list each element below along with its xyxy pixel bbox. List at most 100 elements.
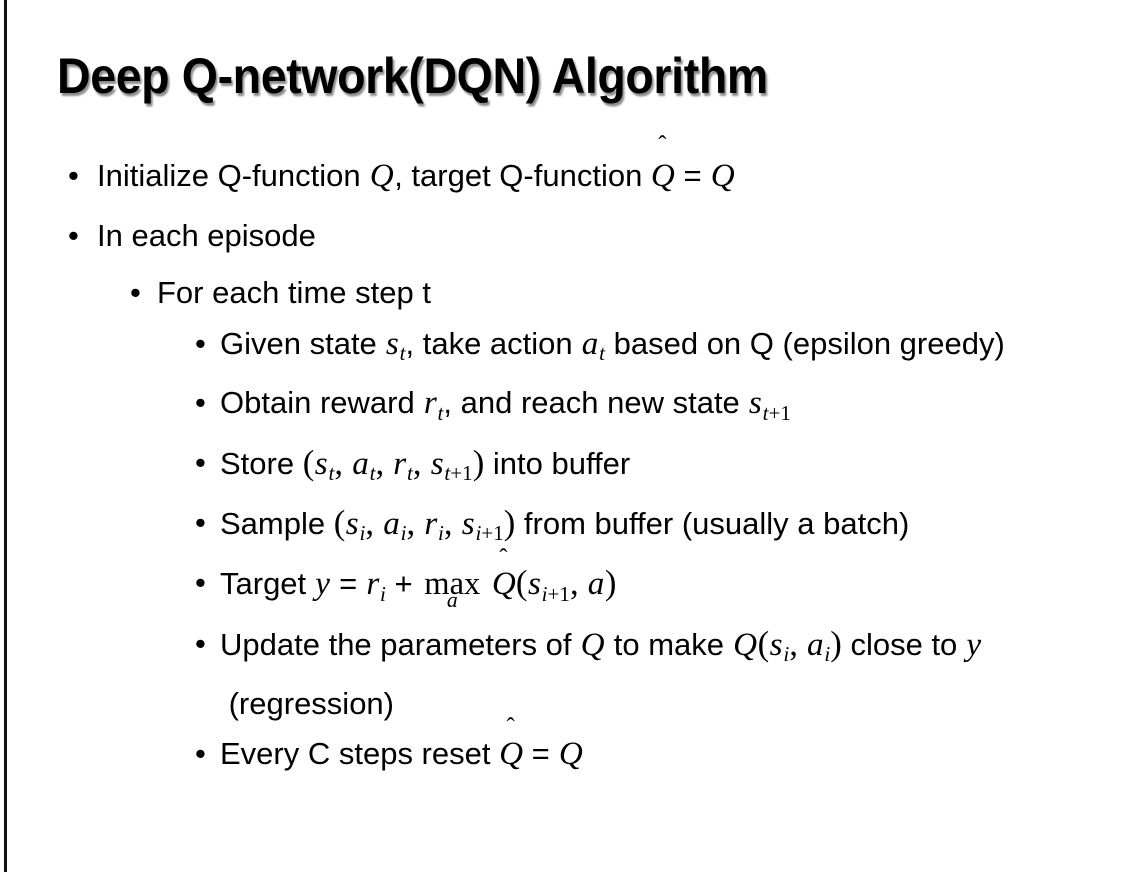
math-subscript: i (400, 521, 407, 546)
math-punct: , (789, 623, 807, 663)
math-variable: rt (423, 384, 444, 425)
math-punct: ( (302, 442, 315, 482)
math-variable: y (966, 625, 982, 663)
math-variable: st (385, 325, 406, 366)
text-run: close to (841, 626, 966, 662)
math-variable: Q (558, 734, 583, 772)
math-variable: Q (369, 157, 394, 194)
text-run: Update the parameters of (220, 626, 581, 662)
bullet-dot-icon: • (130, 275, 141, 310)
math-punct: ) (830, 623, 842, 663)
text-run: Target (220, 566, 315, 602)
bullet-item: •Initialize Q-function Q, target Q-funct… (0, 131, 1124, 206)
math-subscript: t (369, 460, 376, 485)
math-punct: , (334, 442, 352, 482)
bullet-text: In each episode (97, 206, 1124, 266)
math-variable: rt (393, 444, 413, 485)
math-variable: st (314, 444, 335, 485)
math-subscript: i (438, 521, 444, 546)
text-run: Obtain reward (220, 385, 424, 421)
math-variable: a (587, 565, 605, 603)
text-run: Initialize Q-function (97, 158, 370, 193)
math-variable: st+1 (748, 384, 791, 425)
math-punct: , (375, 442, 393, 482)
math-variable: si+1 (527, 565, 570, 606)
math-variable: si (769, 625, 790, 666)
math-punct: , (406, 502, 424, 542)
math-punct: , (443, 502, 462, 542)
math-subscript: i (359, 521, 366, 546)
math-punct: ) (503, 502, 516, 542)
bullet-dot-icon: • (68, 218, 79, 253)
math-subscript: i (380, 581, 386, 606)
math-variable: Q (733, 625, 758, 663)
bullet-item: • In each episode (0, 206, 1124, 266)
math-variable: ai (383, 504, 407, 546)
bullet-item: • Obtain reward rt, and reach new state s… (0, 378, 1124, 437)
math-subscript: t (328, 460, 335, 485)
math-subscript: t+1 (444, 460, 473, 485)
bullet-item: • Update the parameters of Q to make Q(si… (0, 619, 1124, 729)
math-punct: ( (333, 502, 346, 542)
math-variable: Q (580, 625, 605, 663)
math-variable: at (352, 444, 376, 485)
bullet-dot-icon: • (195, 444, 206, 480)
text-run: , target Q-function (394, 158, 651, 193)
math-variable: Q (710, 157, 735, 194)
text-run: based on Q (epsilon greedy) (605, 326, 1005, 361)
math-punct: , (569, 563, 588, 603)
text-run: For each time step t (157, 275, 431, 310)
math-subscript: t (407, 460, 413, 485)
bullet-text: Given state st, take action at based on … (220, 319, 1090, 378)
math-punct: ) (604, 563, 617, 603)
bullet-dot-icon: • (195, 504, 206, 540)
text-run: = (330, 566, 366, 602)
text-run: + (385, 566, 422, 602)
math-variable: ri (366, 565, 386, 606)
text-run: to make (605, 626, 733, 662)
math-subscript: i (824, 641, 831, 666)
bullet-text: Sample (si, ai, ri, si+1) from buffer (u… (220, 498, 1090, 558)
text-run: Given state (220, 326, 386, 361)
math-punct: ( (515, 563, 528, 603)
bullet-dot-icon: • (195, 326, 206, 361)
math-variable: at (581, 325, 605, 366)
math-variable: y (315, 565, 330, 603)
math-punct: , (412, 442, 431, 482)
math-subscript: i+1 (541, 581, 570, 606)
text-run: = (523, 735, 559, 771)
bullet-text: Initialize Q-function Q, target Q-functi… (97, 131, 1124, 206)
text-run: from buffer (usually a batch) (515, 505, 910, 541)
math-punct: ) (472, 442, 485, 482)
math-variable: ri (424, 504, 444, 546)
bullet-text: Store (st, at, rt, st+1) into buffer (220, 438, 1090, 498)
text-run: Store (220, 445, 303, 481)
bullet-dot-icon: • (195, 565, 206, 601)
text-run: , and reach new state (443, 385, 749, 421)
text-run: Sample (220, 505, 334, 541)
bullet-list: •Initialize Q-function Q, target Q-funct… (0, 131, 1124, 779)
bullet-item: •Given state st, take action at based on… (0, 319, 1124, 378)
slide-title: Deep Q-network(DQN) Algorithm (57, 48, 768, 104)
bullet-item: • Sample (si, ai, ri, si+1) from buffer (… (0, 498, 1124, 558)
math-subscript: i (783, 641, 790, 666)
text-run: In each episode (97, 218, 316, 253)
slide-left-rule (4, 0, 7, 872)
math-subscript: i+1 (475, 521, 504, 546)
bullet-dot-icon: • (195, 625, 206, 661)
bullet-item: • Store (st, at, rt, st+1) into buffer (0, 438, 1124, 498)
math-variable: si (345, 504, 366, 546)
text-run: Every C steps reset (220, 735, 500, 771)
bullet-text: Obtain reward rt, and reach new state st… (220, 378, 1090, 437)
bullet-dot-icon: • (195, 385, 206, 421)
bullet-text: Update the parameters of Q to make Q(si,… (220, 619, 1090, 729)
